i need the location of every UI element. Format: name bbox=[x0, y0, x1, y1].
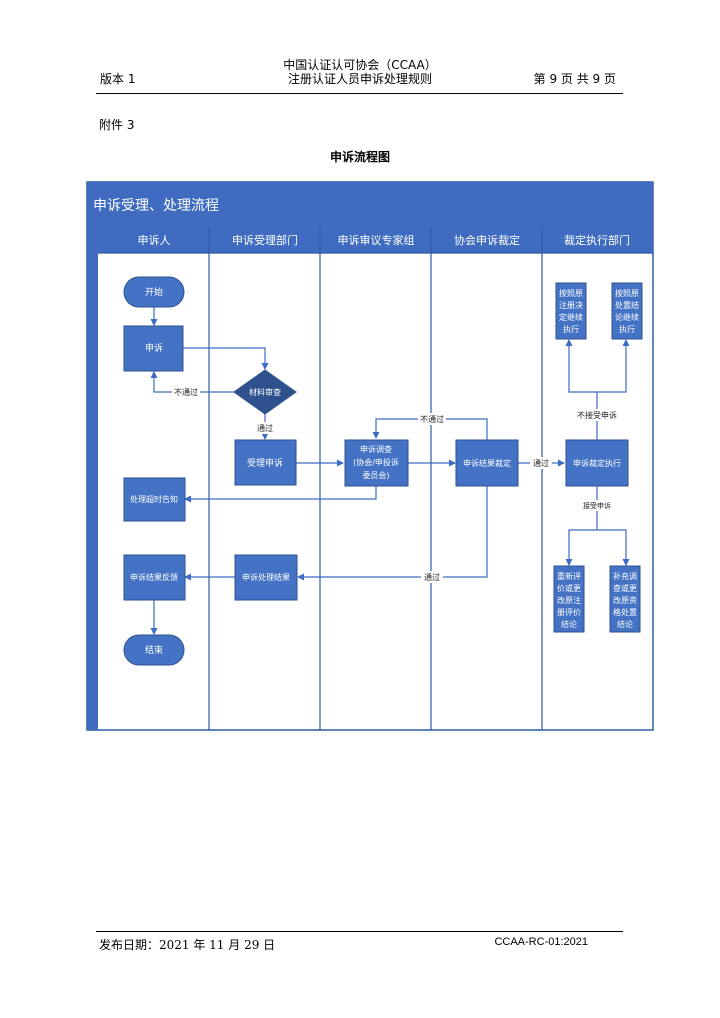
edge-label-pass-2: 通过 bbox=[533, 458, 549, 468]
node-timeout-label: 处理超时告知 bbox=[130, 494, 178, 504]
node-appeal-label: 申诉 bbox=[145, 342, 163, 354]
lane-title-execution-dept: 裁定执行部门 bbox=[564, 233, 630, 247]
node-accept-label: 受理申诉 bbox=[247, 457, 283, 469]
node-reevaluate-line-1: 重新评 bbox=[557, 571, 581, 581]
lane-dividers bbox=[98, 227, 653, 730]
node-continue-b-line-2: 处置结 bbox=[615, 300, 639, 310]
header-divider bbox=[96, 93, 623, 94]
node-reevaluate-line-4: 册评价 bbox=[557, 608, 581, 617]
left-side-band bbox=[87, 227, 98, 730]
node-continue-b-line-4: 执行 bbox=[619, 324, 635, 334]
node-timeout-notice bbox=[123, 477, 186, 522]
edge-label-pass-3: 通过 bbox=[424, 572, 440, 582]
edge-investigate-to-timeout bbox=[184, 486, 377, 503]
node-start bbox=[123, 276, 185, 308]
edge-label-reject: 不接受申诉 bbox=[577, 410, 617, 420]
footer-document-code: CCAA-RC-01:2021 bbox=[494, 936, 588, 948]
appeal-flowchart: 申诉受理、处理流程 申诉人 申诉受理部门 申诉审议专家组 协会申诉裁定 裁定执行… bbox=[86, 181, 654, 731]
lane-title-intake-dept: 申诉受理部门 bbox=[232, 233, 298, 247]
flowchart-title-bar bbox=[87, 182, 653, 227]
lane-title-association-ruling: 协会申诉裁定 bbox=[454, 233, 520, 247]
edge-appeal-to-review bbox=[183, 347, 269, 370]
node-appeal bbox=[123, 325, 184, 372]
node-supplement-line-5: 结论 bbox=[617, 619, 633, 629]
node-continue-disposal bbox=[611, 282, 643, 340]
node-result-feedback bbox=[123, 554, 186, 601]
node-feedback-label: 申诉结果反馈 bbox=[130, 572, 178, 582]
footer-divider bbox=[96, 931, 623, 932]
edge-exec-accept-b bbox=[597, 529, 630, 566]
node-ruling-execution bbox=[565, 439, 629, 487]
node-end bbox=[123, 634, 185, 666]
node-continue-registration bbox=[555, 282, 587, 340]
node-investigation-line-2: (协会/申投诉 bbox=[353, 457, 399, 467]
node-review-label: 材料审查 bbox=[249, 387, 281, 397]
node-supplement-investigation bbox=[609, 565, 641, 633]
node-supplement-line-2: 查或更 bbox=[613, 583, 637, 593]
lane-title-appellant: 申诉人 bbox=[138, 234, 171, 247]
flowchart-caption: 申诉流程图 bbox=[329, 150, 390, 164]
edge-label-fail: 不通过 bbox=[174, 387, 198, 397]
node-supplement-line-4: 格处置 bbox=[613, 607, 637, 617]
node-investigation bbox=[344, 439, 409, 487]
flowchart-title: 申诉受理、处理流程 bbox=[93, 198, 219, 214]
node-supplement-line-1: 补充调 bbox=[613, 571, 637, 581]
node-supplement-line-3: 改原资 bbox=[613, 595, 637, 605]
header-document-title: 注册认证人员申诉处理规则 bbox=[287, 72, 432, 86]
edge-label-accept: 接受申诉 bbox=[583, 501, 611, 510]
node-investigation-line-1: 申诉调查 bbox=[360, 444, 392, 454]
node-process-result bbox=[234, 554, 298, 601]
node-continue-a-line-4: 执行 bbox=[563, 324, 579, 334]
node-continue-b-line-3: 论继续 bbox=[615, 312, 639, 322]
node-result-ruling-label: 申诉结果裁定 bbox=[463, 458, 511, 468]
lane-title-expert-panel: 申诉审议专家组 bbox=[338, 233, 415, 247]
edge-exec-reject-b bbox=[597, 339, 630, 393]
node-result-ruling bbox=[455, 439, 519, 487]
edge-label-pass: 通过 bbox=[257, 423, 273, 433]
node-material-review bbox=[233, 369, 297, 415]
footer-publish-date: 发布日期：2021 年 11 月 29 日 bbox=[99, 938, 276, 952]
node-reevaluate bbox=[553, 565, 585, 633]
node-accept-appeal bbox=[234, 439, 297, 486]
node-execution-label: 申诉裁定执行 bbox=[573, 458, 621, 468]
edge-ruling-to-result bbox=[297, 486, 488, 581]
header-version: 版本 1 bbox=[100, 72, 136, 86]
node-continue-b-line-1: 按照原 bbox=[615, 288, 639, 298]
node-continue-a-line-3: 定继续 bbox=[559, 312, 583, 322]
header-organization: 中国认证认可协会（CCAA） bbox=[283, 58, 437, 72]
lane-header-bar bbox=[98, 227, 653, 253]
node-reevaluate-line-2: 价或更 bbox=[557, 583, 581, 593]
node-start-label: 开始 bbox=[145, 286, 163, 298]
node-continue-a-line-1: 按照原 bbox=[559, 288, 583, 298]
node-investigation-line-3: 委员会) bbox=[362, 470, 389, 480]
node-reevaluate-line-3: 改原注 bbox=[557, 595, 581, 605]
edge-review-fail bbox=[150, 371, 235, 393]
attachment-label: 附件 3 bbox=[99, 118, 135, 132]
edge-label-fail-2: 不通过 bbox=[420, 414, 444, 424]
node-end-label: 结束 bbox=[145, 644, 163, 656]
node-continue-a-line-2: 注册决 bbox=[559, 300, 583, 310]
node-process-result-label: 申诉处理结果 bbox=[242, 572, 290, 582]
header-page-number: 第 9 页 共 9 页 bbox=[533, 72, 616, 86]
node-reevaluate-line-5: 结论 bbox=[561, 619, 577, 629]
